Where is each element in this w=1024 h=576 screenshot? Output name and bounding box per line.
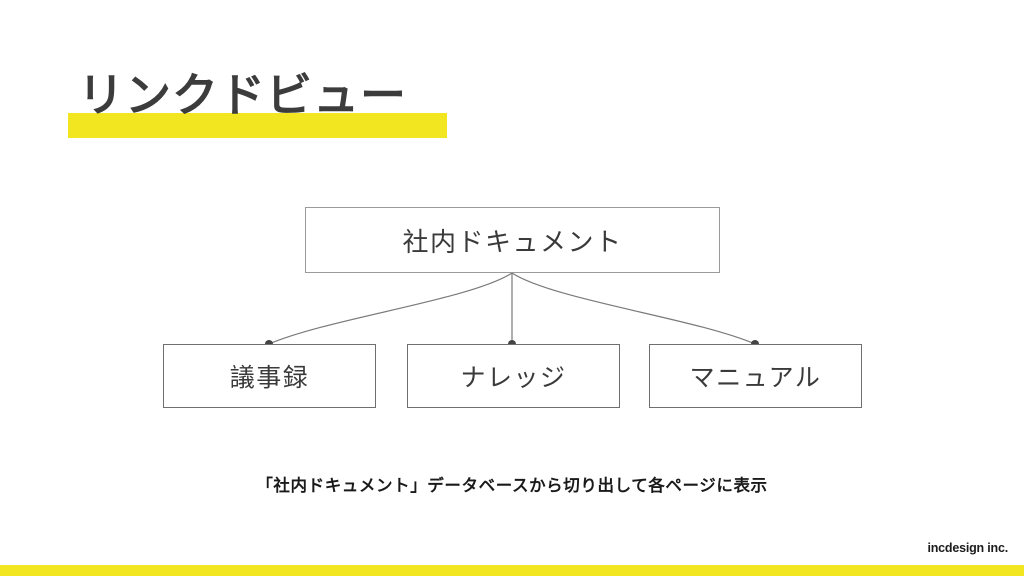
diagram-caption: 「社内ドキュメント」データベースから切り出して各ページに表示 <box>256 477 768 495</box>
footer-accent-bar <box>0 565 1024 576</box>
connector-line-right <box>511 272 756 345</box>
tree-node-root: 社内ドキュメント <box>305 207 720 273</box>
tree-node-child-1: 議事録 <box>163 344 376 408</box>
footer-logo: incdesign inc. <box>927 541 1008 555</box>
tree-node-root-label: 社内ドキュメント <box>402 226 623 257</box>
tree-node-child-3: マニュアル <box>649 344 862 408</box>
tree-node-child-1-label: 議事録 <box>229 364 310 392</box>
page-title: リンクドビュー <box>78 69 407 121</box>
tree-node-child-2: ナレッジ <box>407 344 620 408</box>
tree-node-child-3-label: マニュアル <box>689 364 822 392</box>
connector-line-left <box>268 272 513 345</box>
tree-node-child-2-label: ナレッジ <box>460 364 567 392</box>
title-highlight-bar <box>68 113 447 138</box>
